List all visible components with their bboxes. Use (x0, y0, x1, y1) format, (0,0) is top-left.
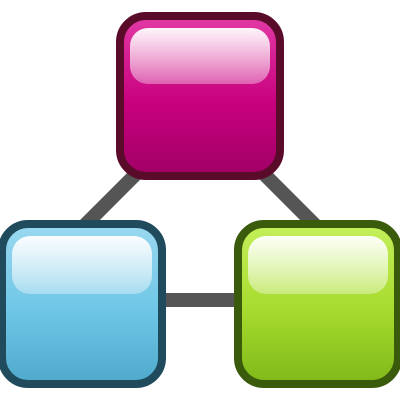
node-bottom-left (0, 220, 166, 388)
node-bottom-right (234, 220, 400, 388)
node-top (116, 12, 284, 180)
